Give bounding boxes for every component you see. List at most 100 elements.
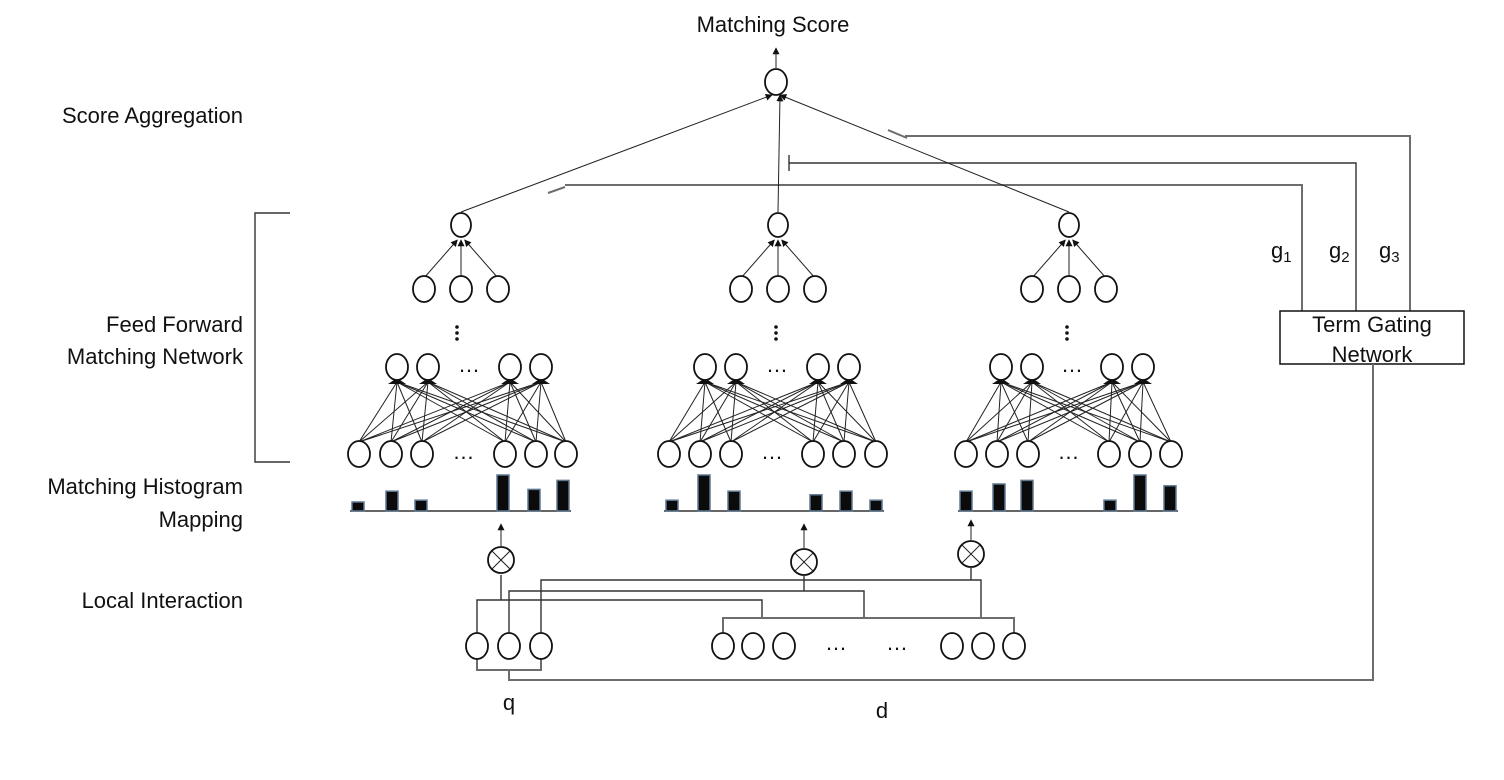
dense-connection (668, 381, 706, 443)
gate-3-tick (887, 129, 908, 139)
dense-connection (1000, 381, 1141, 443)
histogram-input-node (1159, 440, 1183, 468)
multiply-cross-line (961, 544, 981, 564)
arrowhead-cluster (532, 378, 550, 384)
term-gating-network-box (1279, 310, 1465, 365)
dense-connection (396, 381, 506, 443)
histogram-input-node (379, 440, 403, 468)
edge-to-output-node (464, 239, 499, 279)
term-gating-label-1: Term Gating (1312, 312, 1432, 337)
arrowhead-cluster (840, 378, 858, 384)
dense-connection (996, 381, 1002, 443)
term-gating-label-2: Network (1332, 342, 1414, 367)
hidden-layer-ellipsis: … (766, 352, 788, 377)
dense-connection (509, 381, 567, 443)
histogram-input-node (347, 440, 371, 468)
gate-label-g3: g3 (1379, 238, 1400, 266)
dense-connection (1027, 381, 1033, 443)
dense-connection (730, 381, 737, 443)
vertical-ellipsis-dot (1065, 337, 1069, 341)
branch-output-node (450, 212, 472, 238)
histogram-bar (385, 490, 399, 512)
vertical-ellipsis-dot (774, 337, 778, 341)
vertical-ellipsis-dot (455, 331, 459, 335)
edge-to-aggregation (779, 94, 1070, 213)
dense-connection (421, 381, 429, 443)
dense-connection (704, 381, 877, 443)
dense-connection (504, 381, 511, 443)
histogram-input-node (832, 440, 856, 468)
matching-score-title: Matching Score (697, 12, 850, 37)
input-layer-ellipsis: … (1058, 439, 1080, 464)
dense-connection (396, 381, 567, 443)
doc-term-node (1002, 632, 1026, 660)
arrowhead-cluster (501, 378, 519, 384)
doc-term-node (741, 632, 765, 660)
dense-connection (1000, 381, 1110, 443)
hidden-node (1057, 275, 1081, 303)
histogram-input-node (524, 440, 548, 468)
dense-connection (427, 381, 567, 443)
feed-forward-bracket (254, 212, 290, 463)
histogram-input-node (954, 440, 978, 468)
histogram-input-node (410, 440, 434, 468)
histogram-input-node (1128, 440, 1152, 468)
histogram-bar (1133, 474, 1147, 512)
edge-to-output-node (1031, 239, 1066, 279)
histogram-input-node (801, 440, 825, 468)
dense-connection (1000, 381, 1172, 443)
branch-output-node (767, 212, 789, 238)
hidden-node (486, 275, 510, 303)
arrowhead-cluster (696, 378, 714, 384)
vertical-ellipsis-dot (1065, 331, 1069, 335)
branches: ……………… (347, 93, 1183, 576)
dense-connection (668, 381, 819, 443)
doc-ellipsis-1: … (825, 630, 847, 655)
histogram-bar (556, 479, 570, 512)
hidden-layer-node (1100, 353, 1124, 381)
dense-connection (699, 381, 706, 443)
histogram-bar (527, 488, 541, 512)
dense-connection (1142, 381, 1172, 443)
hidden-layer-node (498, 353, 522, 381)
histogram-bar (1020, 479, 1034, 512)
histogram-bar (697, 474, 711, 512)
query-term-node (497, 632, 521, 660)
dense-connection (1111, 381, 1141, 443)
dense-connection (358, 381, 398, 443)
hidden-node (1094, 275, 1118, 303)
local-interaction-wires (476, 364, 1374, 681)
vertical-ellipsis-dot (774, 331, 778, 335)
vertical-ellipsis-dot (455, 325, 459, 329)
aggregation-node (764, 68, 788, 96)
histogram-input-node (719, 440, 743, 468)
histogram-bar (414, 499, 428, 512)
dense-connection (848, 381, 877, 443)
hidden-layer-node (806, 353, 830, 381)
dense-connection (704, 381, 845, 443)
histogram-input-node (1016, 440, 1040, 468)
histogram-bar (496, 474, 510, 512)
dense-connection (540, 381, 567, 443)
hidden-layer-ellipsis: … (458, 352, 480, 377)
histogram-bar (992, 483, 1006, 512)
histogram-input-node (493, 440, 517, 468)
doc-term-node (971, 632, 995, 660)
dense-connection (1031, 381, 1172, 443)
dense-connection (390, 381, 398, 443)
hidden-layer-ellipsis: … (1061, 352, 1083, 377)
histogram-input-node (657, 440, 681, 468)
dense-connection (1000, 381, 1029, 443)
histogram-input-node (688, 440, 712, 468)
histogram-bar (351, 501, 365, 512)
hidden-layer-node (529, 353, 553, 381)
dense-connection (704, 381, 814, 443)
histogram-input-node (864, 440, 888, 468)
arrowhead-cluster (1103, 378, 1121, 384)
dense-connection (965, 381, 1002, 443)
hidden-layer-node (693, 353, 717, 381)
histogram-bar (727, 490, 741, 512)
hidden-node (412, 275, 436, 303)
arrowhead-cluster (992, 378, 1010, 384)
